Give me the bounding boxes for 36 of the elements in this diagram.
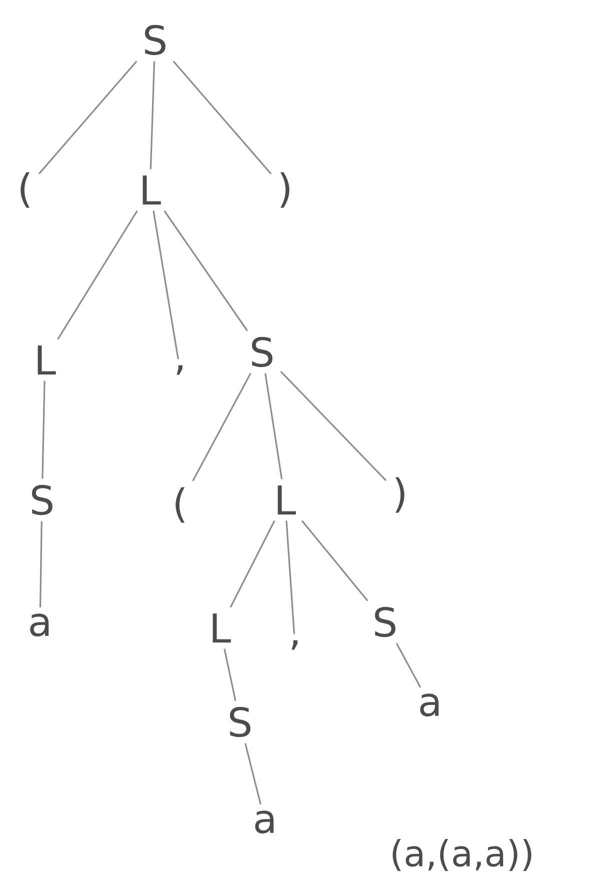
tree-symbol: ): [280, 172, 290, 208]
tree-branch: [192, 372, 252, 482]
tree-branch: [230, 520, 276, 608]
tree-symbol: L: [38, 345, 56, 375]
tree-symbol: a: [255, 810, 274, 834]
tree-symbol: L: [142, 175, 161, 205]
tree-branch: [396, 642, 422, 688]
tree-branch: [57, 210, 138, 340]
tree-symbol: ): [395, 477, 404, 513]
tree-branch: [264, 373, 283, 480]
tree-symbol: a: [420, 694, 439, 716]
tree-branch: [39, 521, 42, 608]
tree-symbol: (: [20, 172, 30, 208]
tree-branch: [152, 210, 179, 360]
tree-symbol: S: [252, 336, 272, 368]
result-string: (a,(a,a)): [392, 839, 532, 871]
tree-branch: [42, 380, 46, 479]
tree-symbol: (: [176, 487, 185, 523]
tree-symbol: S: [374, 606, 396, 638]
tree-branch: [280, 370, 387, 482]
tree-branch: [301, 520, 368, 602]
tree-symbol: L: [278, 485, 296, 515]
tree-symbol: ,: [176, 365, 182, 375]
tree-branch: [164, 210, 248, 332]
tree-symbol: a: [30, 614, 49, 636]
tree-branch: [38, 60, 138, 174]
tree-branch: [244, 743, 262, 805]
tree-symbol: S: [144, 24, 166, 56]
tree-branch: [172, 60, 272, 174]
tree-branch: [286, 520, 296, 634]
tree-branch: [150, 61, 156, 170]
tree-symbol: ,: [292, 640, 298, 650]
tree-symbol: S: [230, 706, 250, 738]
tree-symbol: S: [32, 484, 52, 516]
tree-branch: [224, 648, 236, 701]
tree-symbol: L: [212, 613, 231, 643]
